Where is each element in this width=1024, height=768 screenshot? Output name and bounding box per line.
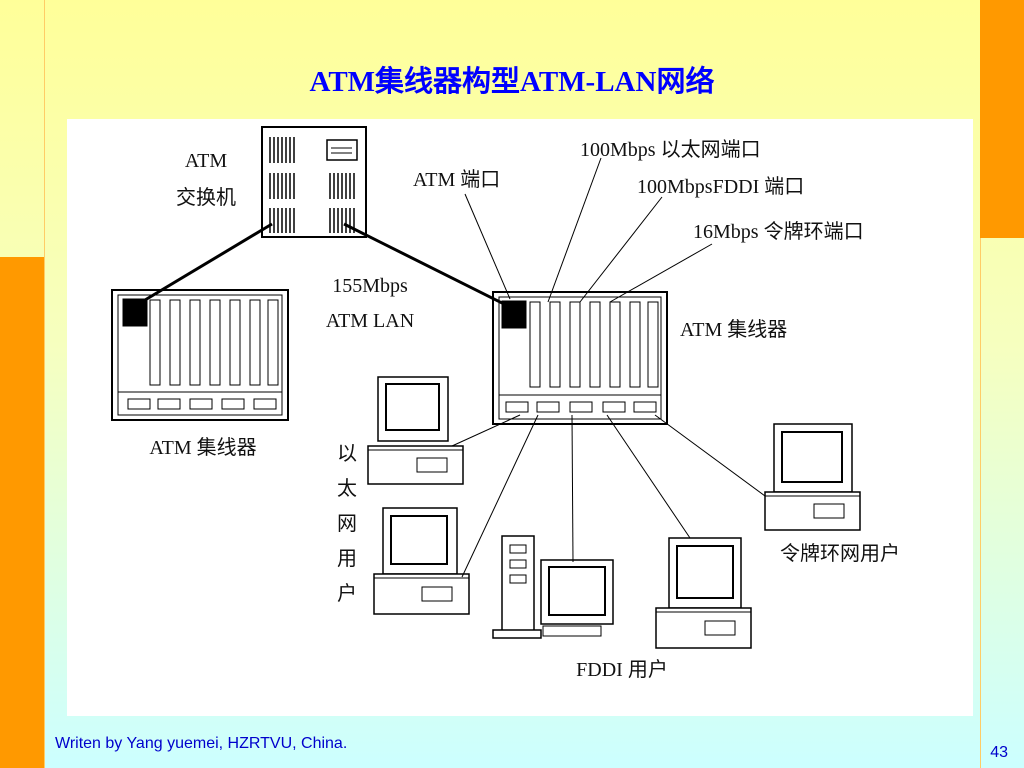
atm-hub-left [111, 289, 289, 421]
atm-switch [261, 126, 367, 238]
right-hub-label: ATM 集线器 [680, 318, 787, 341]
ethernet-port-label: 100Mbps 以太网端口 [580, 138, 761, 161]
footer-credit: Writen by Yang yuemei, HZRTVU, China. [55, 735, 348, 752]
slide-title: ATM集线器构型ATM-LAN网络 [309, 66, 715, 98]
link-switch-left-hub [134, 222, 273, 308]
atm-hub-right [492, 291, 668, 425]
lan-speed-label: 155Mbps [332, 275, 408, 297]
page-number: 43 [990, 744, 1008, 761]
atm-port-label: ATM 端口 [413, 168, 500, 191]
fddi-users-label: FDDI 用户 [576, 658, 668, 681]
user-links [451, 414, 766, 578]
left-divider [44, 0, 45, 768]
fddi-pc [655, 537, 752, 649]
ethernet-pc-1 [367, 376, 464, 485]
port-annotation-lines [464, 157, 713, 303]
left-hub-label: ATM 集线器 [149, 436, 256, 459]
ethernet-pc-2 [373, 507, 470, 615]
ethernet-users-char-1: 以 [337, 443, 357, 465]
ethernet-users-char-4: 用 [337, 548, 357, 570]
right-divider [980, 238, 981, 768]
link-switch-right-hub [343, 222, 513, 310]
switch-label-2: 交换机 [176, 186, 236, 209]
token-port-label: 16Mbps 令牌环端口 [693, 220, 864, 243]
left-orange-bar [0, 257, 44, 768]
fddi-workstation [492, 535, 614, 639]
right-orange-bar [980, 0, 1024, 238]
token-ring-pc [764, 423, 861, 531]
lan-name-label: ATM LAN [326, 310, 414, 332]
fddi-port-label: 100MbpsFDDI 端口 [637, 175, 804, 198]
ethernet-users-char-3: 网 [337, 513, 357, 535]
token-ring-users-label: 令牌环网用户 [780, 542, 900, 565]
ethernet-users-char-2: 太 [337, 477, 357, 500]
ethernet-users-char-5: 户 [337, 582, 357, 605]
switch-label-1: ATM [185, 150, 227, 172]
